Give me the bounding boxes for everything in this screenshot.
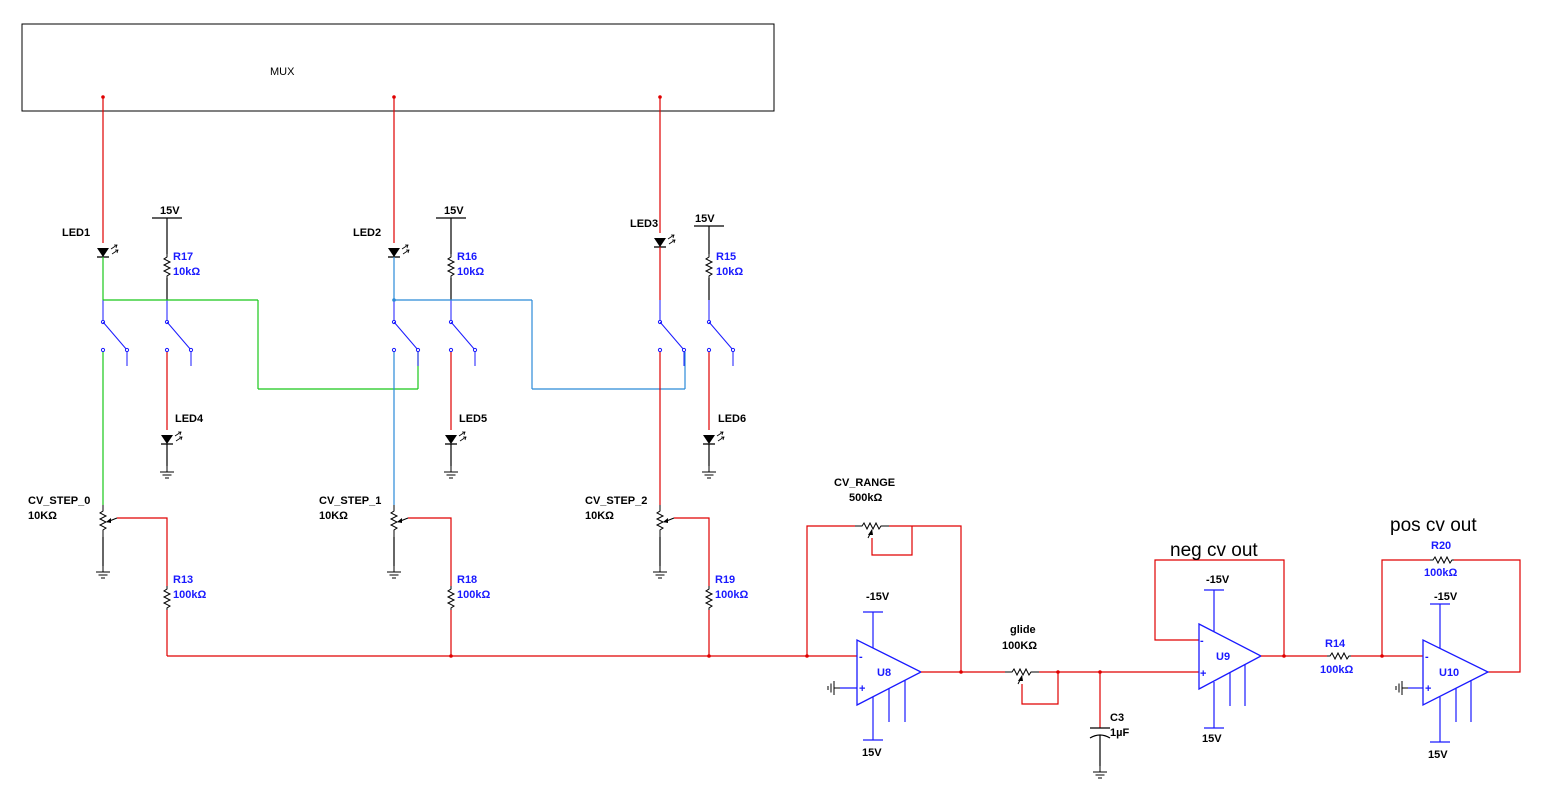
r15-resistor [705,253,713,279]
led3-label: LED3 [630,218,658,230]
u8-opamp [840,611,923,741]
led4-label: LED4 [175,413,204,425]
u10-opamp [1408,603,1490,743]
r16-label: R16 [457,251,477,263]
r17-label: R17 [173,251,193,263]
r20-label: R20 [1431,540,1451,552]
r17-resistor [163,253,171,279]
mux-label: MUX [270,66,295,78]
cv-step0-pot [99,504,118,538]
cv-range-value: 500kΩ [849,492,882,504]
led2 [387,244,410,258]
r19-resistor [705,585,713,611]
cv-step2-pot [656,504,675,538]
switch-step0-a [100,299,130,367]
led3 [653,234,676,248]
switch-step2-b [706,299,736,367]
supply-label-step0: 15V [160,205,180,217]
glide-label: glide [1010,624,1036,636]
mux-block [21,23,775,112]
switch-step0-b [164,299,194,367]
led5 [444,431,467,445]
c3-capacitor [1089,727,1111,766]
switch-step2-a [657,299,687,367]
r14-resistor [1326,652,1352,660]
led1-label: LED1 [62,227,90,239]
r14-label: R14 [1325,638,1346,650]
u8-label: U8 [877,667,891,679]
r18-label: R18 [457,574,477,586]
r15-label: R15 [716,251,736,263]
cv-step0-value: 10KΩ [28,510,57,522]
c3-label: C3 [1110,712,1124,724]
r14-value: 100kΩ [1320,664,1353,676]
supply-label-step2: 15V [695,213,715,225]
led1 [96,244,119,258]
r18-resistor [447,585,455,611]
c3-value: 1µF [1110,727,1129,739]
led6 [702,431,725,445]
u8-minus-mark: - [859,651,863,663]
r16-value: 10kΩ [457,266,484,278]
glide-value: 100KΩ [1002,640,1037,652]
r20-resistor [1429,556,1455,564]
u10-neg-supply: -15V [1434,591,1458,603]
r18-value: 100kΩ [457,589,490,601]
r19-label: R19 [715,574,735,586]
u10-minus-mark: - [1425,651,1429,663]
r19-value: 100kΩ [715,589,748,601]
led4 [160,431,183,445]
u8-neg-supply: -15V [866,591,890,603]
cv-step1-pot [390,504,409,538]
switch-step1-a [391,299,421,367]
r13-resistor [163,585,171,611]
led5-label: LED5 [459,413,487,425]
cv-step1-value: 10KΩ [319,510,348,522]
r16-resistor [447,253,455,279]
u10-pos-supply: 15V [1428,749,1448,761]
pos-cv-out-label: pos cv out [1390,515,1477,536]
u9-pos-supply: 15V [1202,733,1222,745]
r13-value: 100kΩ [173,589,206,601]
cv-step1-label: CV_STEP_1 [319,495,381,507]
r20-value: 100kΩ [1424,567,1457,579]
u8-plus-mark: + [859,683,865,695]
u10-plus-mark: + [1425,683,1431,695]
cv-step2-label: CV_STEP_2 [585,495,647,507]
u8-pos-supply: 15V [862,747,882,759]
u10-label: U10 [1439,667,1459,679]
supply-label-step1: 15V [444,205,464,217]
cv-range-pot [854,522,890,539]
cv-step0-label: CV_STEP_0 [28,495,90,507]
u9-label: U9 [1216,651,1230,663]
switch-step1-b [448,299,478,367]
r17-value: 10kΩ [173,266,200,278]
r13-label: R13 [173,574,193,586]
led2-label: LED2 [353,227,381,239]
u9-neg-supply: -15V [1206,574,1230,586]
u9-minus-mark: - [1200,635,1204,647]
cv-step2-value: 10KΩ [585,510,614,522]
cv-range-label: CV_RANGE [834,477,895,489]
neg-cv-out-label: neg cv out [1170,540,1258,561]
glide-pot [1004,668,1040,685]
u9-opamp [1198,589,1263,729]
u9-plus-mark: + [1200,668,1206,680]
led6-label: LED6 [718,413,746,425]
r15-value: 10kΩ [716,266,743,278]
